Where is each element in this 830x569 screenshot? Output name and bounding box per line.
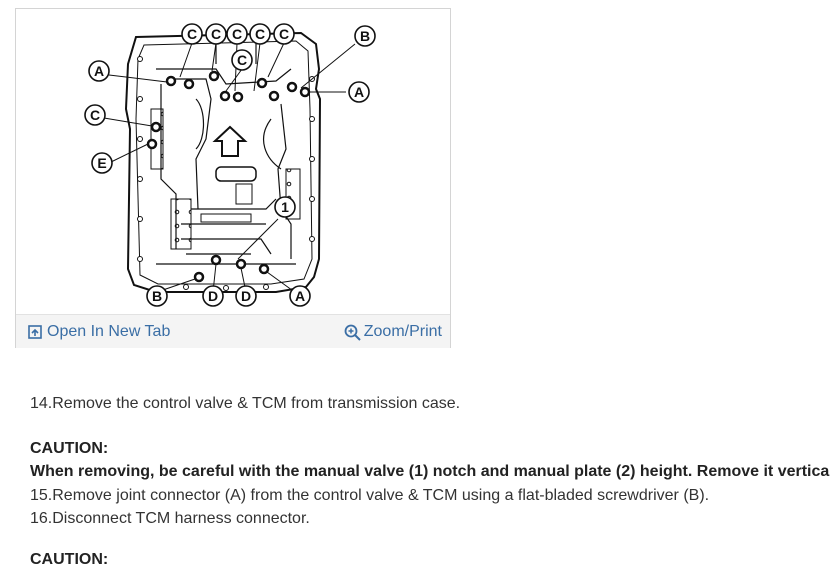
callout-label: C [279, 26, 289, 42]
arrow-up-icon [212, 125, 248, 157]
callout-label: A [295, 288, 305, 304]
figure-toolbar: Open In New Tab Zoom/Print [16, 314, 450, 348]
callout-label: C [237, 52, 247, 68]
callout-label: C [90, 107, 100, 123]
callout-label: D [208, 288, 218, 304]
callout-label: B [152, 288, 162, 304]
figure-frame: C C C C C C B A A C E B D D A 1 Open In … [15, 8, 451, 348]
control-valve-diagram: C C C C C C B A A C E B D D A 1 [84, 23, 376, 307]
caution-text: When removing, be careful with the manua… [30, 463, 830, 480]
callout-label: C [255, 26, 265, 42]
callout-label: E [97, 155, 106, 171]
callout-number: 1 [281, 199, 289, 215]
step-14: 14.Remove the control valve & TCM from t… [30, 395, 461, 412]
callout-label: C [211, 26, 221, 42]
open-in-new-tab-label: Open In New Tab [47, 323, 171, 340]
callout-label: C [187, 26, 197, 42]
callout-label: C [232, 26, 242, 42]
zoom-icon [344, 324, 361, 341]
caution-heading: CAUTION: [30, 551, 109, 568]
open-in-new-tab-icon [28, 325, 42, 339]
step-15: 15.Remove joint connector (A) from the c… [30, 487, 710, 504]
callout-label: A [354, 84, 364, 100]
zoom-print-label: Zoom/Print [363, 323, 442, 340]
step-16: 16.Disconnect TCM harness connector. [30, 510, 310, 527]
callout-label: D [241, 288, 251, 304]
callout-label: A [94, 63, 104, 79]
open-in-new-tab-link[interactable]: Open In New Tab [28, 323, 170, 341]
callout-label: B [360, 28, 370, 44]
zoom-print-link[interactable]: Zoom/Print [344, 323, 442, 341]
caution-heading: CAUTION: [30, 440, 109, 457]
